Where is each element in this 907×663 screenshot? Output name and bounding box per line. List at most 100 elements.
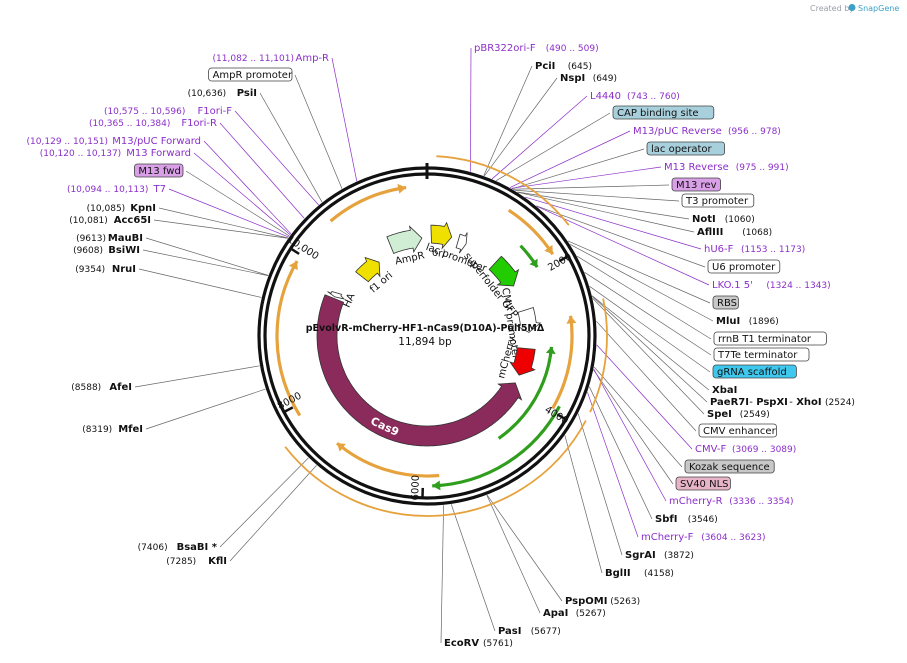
label-range: (10,120 .. 10,137) (40, 149, 121, 159)
label-pspomi[interactable]: PspOMI(5263) (565, 596, 640, 607)
label-afei[interactable]: AfeI(8588) (71, 382, 132, 393)
ampr-feature-arrow[interactable] (386, 225, 423, 255)
label-range: (10,081) (69, 216, 108, 226)
label-box (713, 347, 810, 362)
label-ecorv[interactable]: EcoRV(5761) (444, 638, 513, 649)
cas9-feature-arrow[interactable] (316, 294, 523, 447)
leader-line (584, 272, 712, 356)
label-name: SgrAI (625, 550, 656, 561)
label-kfli[interactable]: KflI(7285) (166, 556, 227, 567)
label-box (684, 459, 775, 474)
label-name: T7Te terminator (717, 350, 798, 361)
label-name: PaeR7I (710, 397, 749, 408)
label-ampr-promoter[interactable]: AmpR promoter (208, 67, 293, 82)
outer-feature-arc (589, 298, 608, 413)
label-m13-reverse[interactable]: M13 Reverse(975 .. 991) (664, 162, 789, 173)
cmv-promoter-feature-arrow[interactable] (515, 306, 542, 333)
label-hu6-f[interactable]: hU6-F(1153 .. 1173) (704, 244, 805, 255)
label-pcii[interactable]: PciI(645) (535, 61, 592, 72)
ring-tick (558, 254, 570, 263)
label-name: Acc65I (114, 215, 151, 226)
label-bglii[interactable]: BglII(4158) (605, 568, 674, 579)
label-name: MauBI (108, 233, 143, 244)
label-mfei[interactable]: MfeI(8319) (82, 424, 143, 435)
label-maubi[interactable]: MauBI(9613) (76, 233, 143, 244)
label-cmv-f[interactable]: CMV-F(3069 .. 3089) (695, 444, 796, 455)
leader-line (185, 170, 290, 237)
label-nrui[interactable]: NruI(9354) (75, 264, 136, 275)
label-sv40-nls[interactable]: SV40 NLS (675, 476, 731, 491)
label-mcherry-r[interactable]: mCherry-R(3336 .. 3354) (669, 496, 793, 507)
label-rbs[interactable]: RBS (712, 295, 739, 310)
mcherry-feature-arrow[interactable] (509, 347, 536, 376)
label-noti[interactable]: NotI(1060) (692, 214, 755, 225)
label-sgrai[interactable]: SgrAI(3872) (625, 550, 694, 561)
label-lac-operator[interactable]: lac operator (646, 141, 725, 156)
label-m13-fwd[interactable]: M13 fwd (133, 163, 184, 178)
label-lko-1-5[interactable]: LKO.1 5'(1324 .. 1343) (712, 280, 831, 291)
label-t7[interactable]: T7(10,094 .. 10,113) (67, 184, 166, 195)
label-spei[interactable]: SpeI(2549) (707, 409, 770, 420)
label-name: BsiWI (108, 245, 140, 256)
label-pbr322ori-f[interactable]: pBR322ori-F(490 .. 509) (474, 43, 599, 54)
label-apai[interactable]: ApaI(5267) (543, 608, 606, 619)
label-m13-puc-forward[interactable]: M13/pUC Forward(10,129 .. 10,151) (27, 136, 201, 147)
leader-line (138, 268, 262, 298)
label-kozak-sequence[interactable]: Kozak sequence (684, 459, 775, 474)
label-afliii[interactable]: AflIII(1068) (697, 227, 772, 238)
inner-feature-arc (432, 405, 561, 488)
label-name: SpeI (707, 409, 732, 420)
ha-feature-arrow[interactable] (327, 291, 346, 300)
label-t7te-terminator[interactable]: T7Te terminator (713, 347, 810, 362)
label-f1ori-f[interactable]: F1ori-F(10,575 .. 10,596) (104, 106, 232, 117)
label-box (681, 193, 755, 208)
label-name: PciI (535, 61, 555, 72)
leader-line (592, 298, 705, 415)
label-grna-scaffold[interactable]: gRNA scaffold (712, 364, 797, 379)
label-nspi[interactable]: NspI(649) (560, 73, 617, 84)
label-bsabi[interactable]: BsaBI *(7406) (138, 542, 218, 553)
label-m13-forward[interactable]: M13 Forward(10,120 .. 10,137) (40, 148, 191, 159)
label-box (612, 105, 715, 120)
leader-line (512, 184, 670, 190)
label-mlui[interactable]: MluI(1896) (716, 316, 779, 327)
label-u6-promoter[interactable]: U6 promoter (707, 259, 781, 274)
label-amp-r[interactable]: Amp-R(11,082 .. 11,101) (213, 53, 329, 64)
label-m13-puc-reverse[interactable]: M13/pUC Reverse(956 .. 978) (633, 126, 781, 137)
ring-tick (282, 406, 294, 414)
label-kpni[interactable]: KpnI(10,085) (87, 203, 156, 214)
label-l4440[interactable]: L4440(743 .. 760) (590, 91, 680, 102)
f1-ori-feature-arrow[interactable] (355, 256, 381, 283)
label-xbai[interactable]: XbaI (712, 385, 737, 396)
label-mcherry-f[interactable]: mCherry-F(3604 .. 3623) (641, 532, 765, 543)
label-name: BglII (605, 568, 631, 579)
label-name: pBR322ori-F (474, 43, 536, 54)
label-m13-rev[interactable]: M13 rev (671, 177, 721, 192)
inner-arc-arrowhead (337, 443, 346, 452)
label-cmv-enhancer[interactable]: CMV enhancer (698, 423, 777, 438)
label-name: U6 promoter (712, 262, 776, 273)
leader-line (234, 110, 319, 206)
label-name: MfeI (118, 424, 143, 435)
label-sbfi[interactable]: SbfI(3546) (655, 514, 718, 525)
outer-feature-arc (436, 155, 570, 226)
label-name: F1ori-F (198, 106, 233, 117)
label-t3-promoter[interactable]: T3 promoter (681, 193, 755, 208)
label-range: (3546) (688, 515, 718, 525)
label-rrnb-t1-terminator[interactable]: rrnB T1 terminator (713, 331, 827, 346)
label-bsiwi[interactable]: BsiWI(9608) (73, 245, 140, 256)
label-range: (10,129 .. 10,151) (27, 137, 108, 147)
label-psii[interactable]: PsiI(10,636) (188, 88, 257, 99)
leader-line (450, 504, 496, 632)
label-pasi[interactable]: PasI(5677) (498, 626, 561, 637)
label-name: Kozak sequence (689, 462, 770, 473)
leader-line (589, 286, 711, 373)
ori-feature-arrow[interactable] (430, 221, 453, 250)
label-cap-binding-site[interactable]: CAP binding site (612, 105, 715, 120)
superfolder-gfp-feature-arrow[interactable] (488, 255, 520, 287)
label-name: mCherry-F (641, 532, 694, 543)
label-f1ori-r[interactable]: F1ori-R(10,365 .. 10,384) (89, 118, 217, 129)
lac-promoter-feature-arrow[interactable] (455, 232, 468, 254)
label-acc65i[interactable]: Acc65I (10,081) (69, 215, 151, 226)
label-paer7i[interactable]: PaeR7I-PspXI-XhoI(2524) (710, 397, 855, 408)
